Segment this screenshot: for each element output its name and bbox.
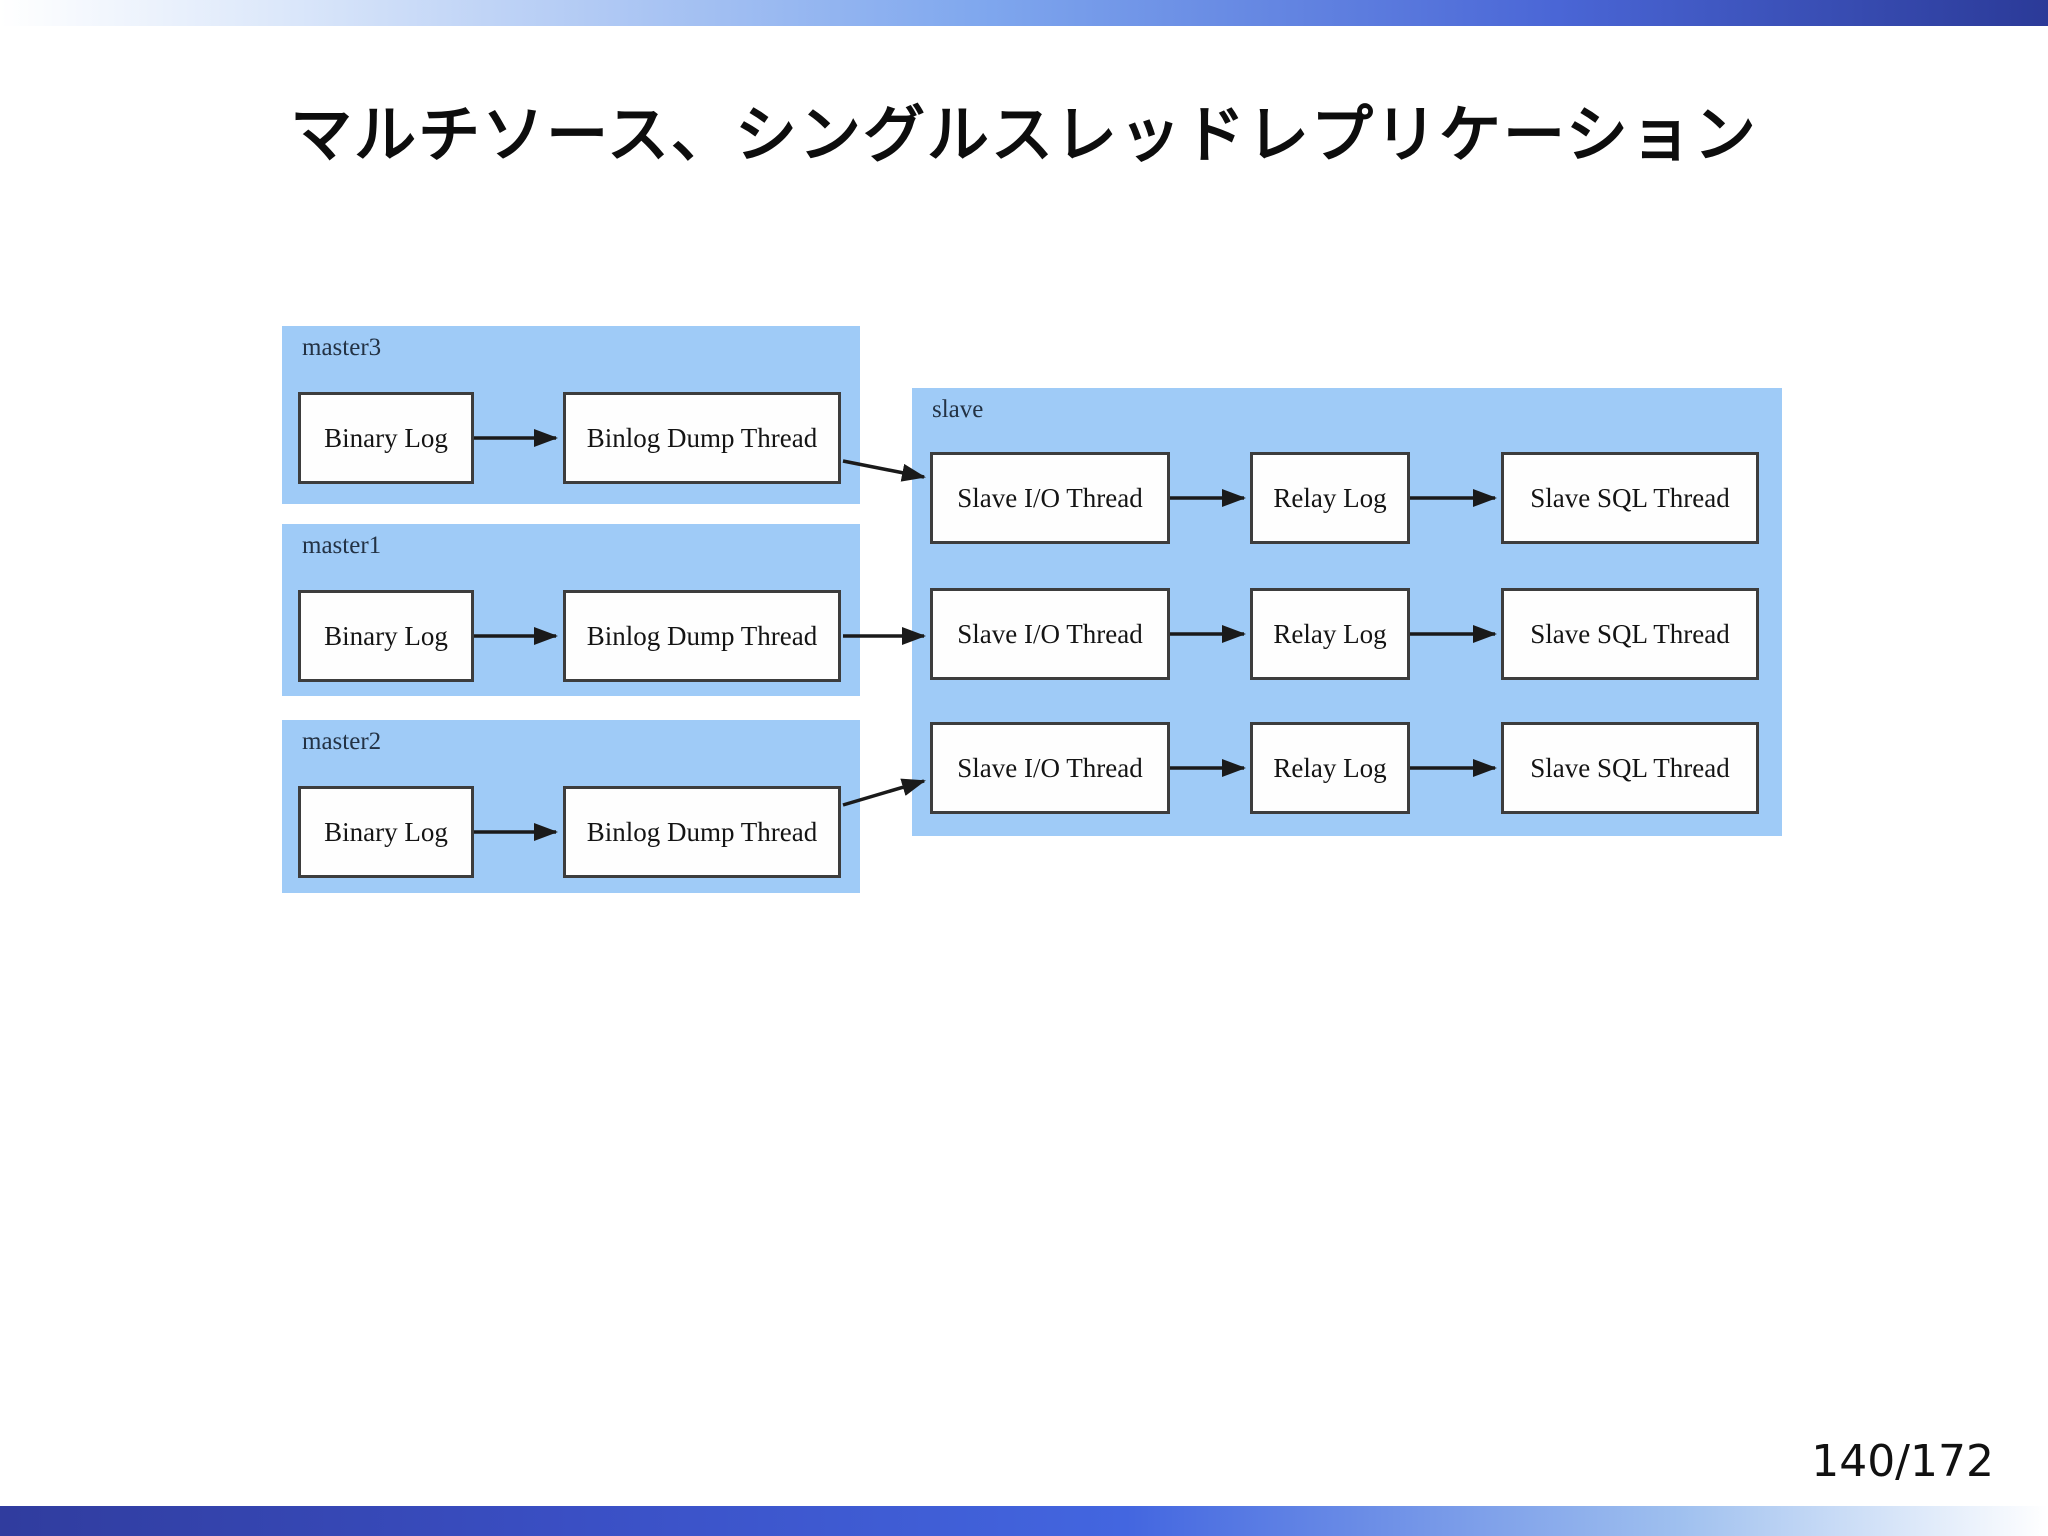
master3-binlog-dump-thread-node: Binlog Dump Thread [563,392,841,484]
slave-group: slave Slave I/O Thread Relay Log Slave S… [912,388,1782,836]
master1-binary-log-node: Binary Log [298,590,474,682]
slave-io-thread-node-row1: Slave I/O Thread [930,452,1170,544]
slave-io-thread-node-row3: Slave I/O Thread [930,722,1170,814]
slave-group-label: slave [932,396,984,423]
master2-group: master2 Binary Log Binlog Dump Thread [282,720,860,893]
top-gradient-bar [0,0,2048,26]
master3-binary-log-node: Binary Log [298,392,474,484]
master3-group: master3 Binary Log Binlog Dump Thread [282,326,860,504]
master1-binlog-dump-thread-node: Binlog Dump Thread [563,590,841,682]
slave-io-thread-node-row2: Slave I/O Thread [930,588,1170,680]
master1-group-label: master1 [302,532,382,559]
relay-log-node-row3: Relay Log [1250,722,1410,814]
slave-sql-thread-node-row3: Slave SQL Thread [1501,722,1759,814]
bottom-gradient-bar [0,1506,2048,1536]
slide-title: マルチソース、シングルスレッドレプリケーション [290,98,1758,171]
slave-sql-thread-node-row1: Slave SQL Thread [1501,452,1759,544]
master2-binary-log-node: Binary Log [298,786,474,878]
master2-binlog-dump-thread-node: Binlog Dump Thread [563,786,841,878]
master2-group-label: master2 [302,728,382,755]
relay-log-node-row1: Relay Log [1250,452,1410,544]
relay-log-node-row2: Relay Log [1250,588,1410,680]
master1-group: master1 Binary Log Binlog Dump Thread [282,524,860,696]
slave-sql-thread-node-row2: Slave SQL Thread [1501,588,1759,680]
page-number: 140/172 [1811,1436,1994,1487]
master3-group-label: master3 [302,334,382,361]
